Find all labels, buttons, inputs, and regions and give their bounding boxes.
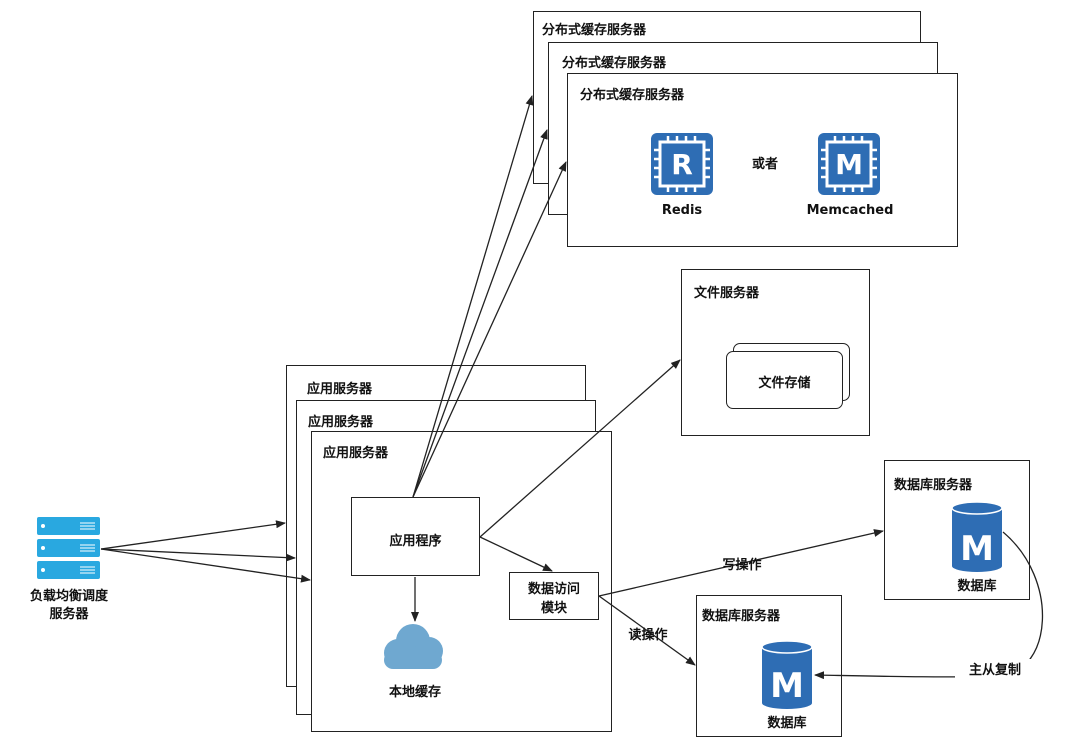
arrow-app-to-file-server <box>479 359 681 538</box>
app-server-back-title: 应用服务器 <box>307 382 373 397</box>
read-label: 读操作 <box>628 628 668 643</box>
database-slave-icon: M <box>761 640 813 709</box>
data-access-label-line1: 数据访问 <box>527 582 580 597</box>
db-server-master: 数据库服务器 <box>884 460 1030 600</box>
arrow-read <box>598 595 696 666</box>
cache-server-front-title: 分布式缓存服务器 <box>580 88 685 103</box>
load-balancer-label-line2: 服务器 <box>49 607 89 622</box>
data-access-module: 数据访问 模块 <box>509 572 599 620</box>
arrow-lb-to-app-2 <box>100 548 296 562</box>
arrow-app-to-cache-1 <box>412 95 534 498</box>
local-cache-label: 本地缓存 <box>388 685 441 700</box>
cloud-icon <box>384 624 443 669</box>
app-program-box: 应用程序 <box>351 497 480 576</box>
db-slave-label: 数据库 <box>767 716 807 731</box>
db-master-label: 数据库 <box>957 579 997 594</box>
or-label: 或者 <box>751 157 778 172</box>
file-storage-label: 文件存储 <box>758 376 811 391</box>
memcached-label: Memcached <box>806 203 894 218</box>
arrow-lb-to-app-1 <box>100 520 286 550</box>
arrow-app-to-cache-3 <box>412 161 567 498</box>
db-server-slave-title: 数据库服务器 <box>702 609 781 624</box>
memcached-icon-letter: M <box>835 148 863 181</box>
replication-label: 主从复制 <box>955 659 1035 678</box>
app-server-front-title: 应用服务器 <box>323 446 389 461</box>
file-server-title: 文件服务器 <box>694 286 760 301</box>
write-label: 写操作 <box>722 558 762 573</box>
redis-icon-letter: R <box>671 148 693 181</box>
arrow-write <box>598 529 884 597</box>
redis-chip-icon: R <box>651 133 713 195</box>
app-program-label: 应用程序 <box>389 534 442 549</box>
redis-label: Redis <box>661 203 703 218</box>
arrow-replication <box>814 531 1044 680</box>
app-server-front: 应用服务器 <box>311 431 612 732</box>
cache-server-middle-title: 分布式缓存服务器 <box>562 56 667 71</box>
data-access-label-line2: 模块 <box>540 601 567 616</box>
memcached-chip-icon: M <box>818 133 880 195</box>
file-storage: 文件存储 <box>726 351 843 409</box>
cache-server-back-title: 分布式缓存服务器 <box>542 23 647 38</box>
db-server-master-title: 数据库服务器 <box>894 478 973 493</box>
load-balancer-label-line1: 负载均衡调度 <box>29 589 108 604</box>
database-slave-icon-letter: M <box>770 666 804 706</box>
app-server-middle-title: 应用服务器 <box>308 415 374 430</box>
database-master-icon: M <box>951 501 1003 572</box>
database-master-icon-letter: M <box>960 529 994 569</box>
arrow-lb-to-app-3 <box>100 548 311 583</box>
arrow-app-to-data-access <box>479 536 553 572</box>
arrow-app-to-cache-2 <box>412 129 548 498</box>
server-rack-icon <box>37 517 100 579</box>
cache-server-front: 分布式缓存服务器 <box>567 73 958 247</box>
